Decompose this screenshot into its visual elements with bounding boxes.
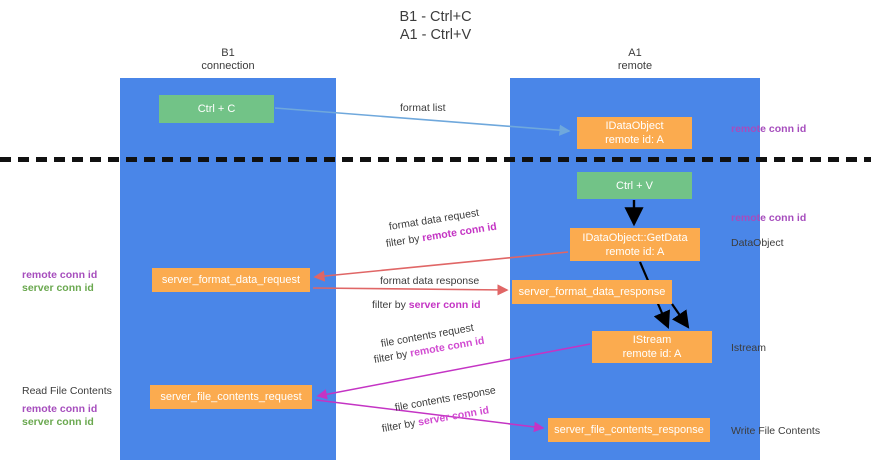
- annotation-left-read-file-contents: Read File Contents: [22, 385, 112, 397]
- box-server-format-data-request-label: server_format_data_request: [161, 274, 301, 286]
- annotation-left-server-conn-id-mid: server conn id: [22, 282, 94, 294]
- box-server-file-contents-request[interactable]: server_file_contents_request: [150, 385, 312, 409]
- edge-label-format-list: format list: [400, 102, 446, 114]
- lane-header-a1-name: A1: [628, 47, 642, 59]
- lane-header-b1-name: B1: [221, 47, 235, 59]
- lane-header-b1: B1 connection: [120, 47, 336, 73]
- phase-divider: [0, 157, 871, 162]
- edge-label-format-data-response: format data response: [380, 275, 480, 287]
- box-idataobject-getdata[interactable]: IDataObject::GetData remote id: A: [570, 228, 700, 261]
- annotation-right-dataobject: DataObject: [731, 237, 784, 249]
- annotation-right-remote-conn-id-top: remote conn id: [731, 123, 807, 135]
- box-istream-line1: IStream: [632, 334, 672, 346]
- filter-prefix: filter by: [385, 232, 424, 250]
- box-ctrl-c[interactable]: Ctrl + C: [159, 95, 274, 123]
- box-getdata-line2: remote id: A: [605, 245, 665, 258]
- box-server-file-contents-response-label: server_file_contents_response: [554, 424, 704, 436]
- lane-header-b1-role: connection: [201, 60, 255, 72]
- annotation-left-remote-conn-id-mid: remote conn id: [22, 269, 98, 281]
- box-server-format-data-response[interactable]: server_format_data_response: [512, 280, 672, 304]
- lane-header-a1: A1 remote: [527, 47, 743, 73]
- filter-prefix: filter by: [380, 416, 420, 435]
- lane-header-a1-role: remote: [617, 60, 653, 72]
- annotation-right-istream: Istream: [731, 342, 767, 354]
- filter-prefix: filter by: [372, 347, 412, 366]
- box-idataobject-line2: remote id: A: [605, 134, 664, 146]
- page-title-line1: B1 - Ctrl+C: [399, 9, 472, 25]
- annotation-right-write-file-contents: Write File Contents: [731, 425, 821, 437]
- annotation-right-remote-conn-id-mid: remote conn id: [731, 212, 807, 224]
- box-server-file-contents-response[interactable]: server_file_contents_response: [548, 418, 710, 442]
- box-ctrl-v-label: Ctrl + V: [616, 179, 653, 192]
- box-ctrl-c-label: Ctrl + C: [197, 103, 236, 115]
- box-server-file-contents-request-label: server_file_contents_request: [160, 391, 302, 403]
- box-server-format-data-request[interactable]: server_format_data_request: [152, 268, 310, 292]
- page-title-line2: A1 - Ctrl+V: [399, 27, 472, 43]
- filter-prefix: filter by: [372, 299, 409, 311]
- box-idataobject[interactable]: IDataObject remote id: A: [577, 117, 692, 149]
- box-server-format-data-response-label: server_format_data_response: [518, 286, 666, 298]
- annotation-left-server-conn-id-bottom: server conn id: [22, 416, 94, 428]
- filter-key-server-conn-id: server conn id: [408, 299, 481, 311]
- box-getdata-line1: IDataObject::GetData: [582, 231, 688, 244]
- box-istream-line2: remote id: A: [622, 348, 682, 360]
- annotation-left-remote-conn-id-bottom: remote conn id: [22, 403, 98, 415]
- box-istream[interactable]: IStream remote id: A: [592, 331, 712, 363]
- edge-label-format-data-response-filter: filter by server conn id: [372, 298, 481, 312]
- box-idataobject-line1: IDataObject: [605, 120, 664, 132]
- box-ctrl-v[interactable]: Ctrl + V: [577, 172, 692, 199]
